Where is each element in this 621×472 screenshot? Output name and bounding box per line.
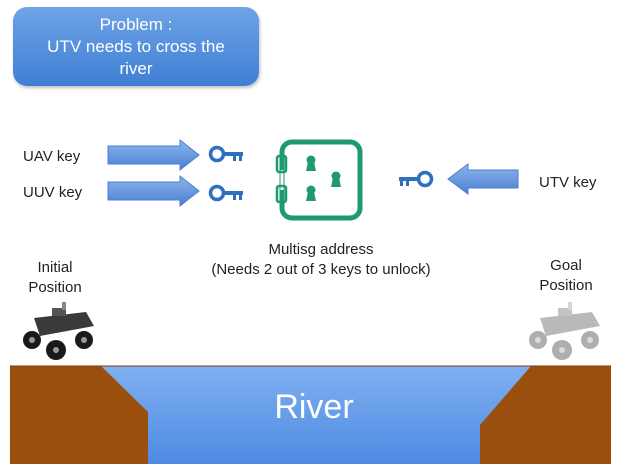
arrow-left-icon	[447, 163, 519, 195]
multisig-caption: Multisg address (Needs 2 out of 3 keys t…	[180, 240, 462, 280]
rover-icon	[529, 302, 600, 360]
initial-line-1: Initial	[37, 259, 73, 276]
multisig-line-2: (Needs 2 out of 3 keys to unlock)	[211, 261, 431, 278]
river-cross-section	[10, 365, 611, 464]
safe-icon	[275, 139, 363, 221]
rover-icon	[23, 302, 94, 360]
key-icon	[208, 184, 243, 202]
problem-box: Problem : UTV needs to cross the river	[13, 7, 259, 86]
goal-line-1: Goal	[550, 257, 582, 274]
problem-line-3: river	[119, 58, 153, 78]
river-label: River	[274, 388, 354, 426]
initial-line-2: Position	[28, 279, 82, 296]
arrow-right-icon	[107, 138, 200, 172]
uuv-key-label: UUV key	[23, 184, 83, 201]
goal-position-label: Goal Position	[525, 256, 607, 296]
key-icon	[399, 170, 434, 188]
initial-position-label: Initial Position	[14, 258, 96, 298]
goal-line-2: Position	[539, 277, 593, 294]
multisig-line-1: Multisg address	[268, 241, 374, 258]
uav-key-label: UAV key	[23, 148, 81, 165]
problem-line-2: UTV needs to cross the	[47, 36, 225, 56]
problem-line-1: Problem :	[99, 14, 173, 34]
arrow-right-icon	[107, 174, 200, 208]
key-icon	[208, 145, 243, 163]
utv-key-label: UTV key	[539, 174, 597, 191]
